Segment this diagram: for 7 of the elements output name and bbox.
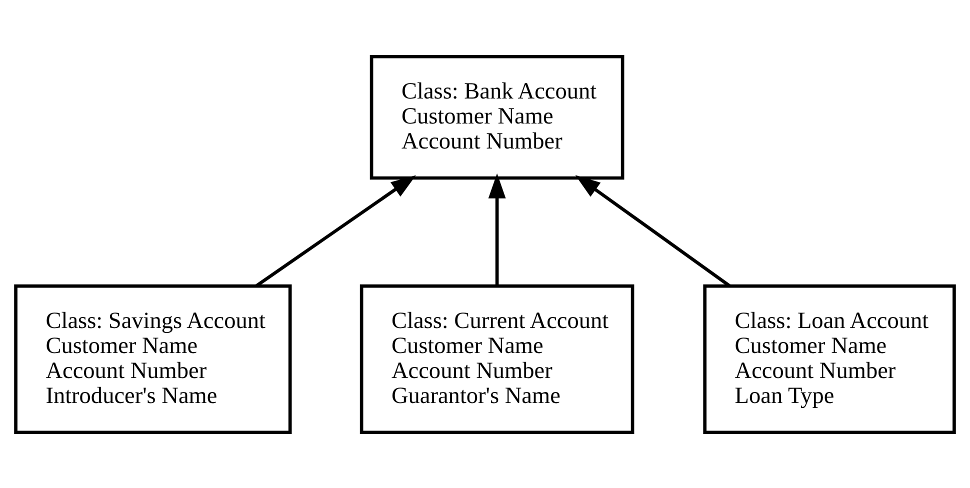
node-box: Class: Savings Account Customer Name Account Number Introducer's Name <box>14 284 292 434</box>
node-box: Class: Current Account Customer Name Account Number Guarantor's Name <box>360 284 634 434</box>
arrow <box>488 172 506 286</box>
node-box: Class: Bank Account Customer Name Account Number <box>370 54 624 180</box>
node-box: Class: Loan Account Customer Name Account Number Loan Type <box>703 284 956 434</box>
arrow <box>255 174 416 287</box>
arrow <box>575 174 731 287</box>
